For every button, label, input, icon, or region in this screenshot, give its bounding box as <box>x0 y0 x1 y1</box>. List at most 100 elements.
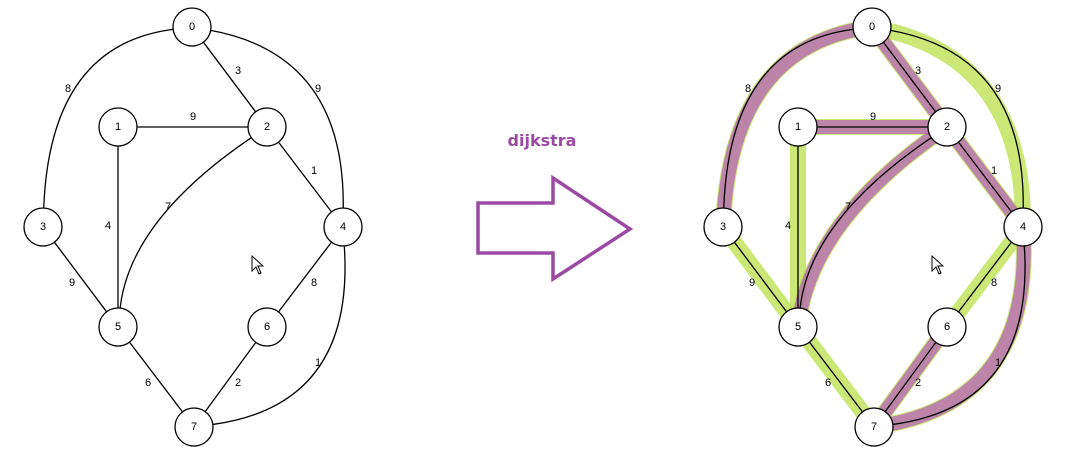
node-circle <box>927 107 967 147</box>
edge-weight-4-7: 1 <box>995 357 1001 369</box>
node-5: 5 <box>778 307 818 347</box>
mouse-cursor-icon <box>251 254 265 275</box>
edge-weight-2-5: 7 <box>165 201 171 213</box>
edge-2-5 <box>119 137 252 309</box>
node-0: 0 <box>172 7 212 47</box>
edge-weight-0-2: 3 <box>235 65 241 77</box>
edge-weight-2-4: 1 <box>311 165 317 177</box>
node-1: 1 <box>98 107 138 147</box>
edge-weight-3-5: 9 <box>69 277 75 289</box>
node-circle <box>98 307 138 347</box>
edge-5-7 <box>808 341 864 413</box>
nodes: 0 1 2 3 4 5 6 7 <box>703 7 1043 447</box>
node-circle <box>247 307 287 347</box>
edge-weight-4-6: 8 <box>991 277 997 289</box>
node-label: 3 <box>720 221 726 233</box>
edge-weight-1-5: 4 <box>785 220 791 232</box>
edge-0-3 <box>43 28 174 209</box>
purple-highlight-stroke <box>791 120 954 334</box>
edge-weight-6-7: 2 <box>235 377 241 389</box>
node-label: 1 <box>795 121 801 133</box>
node-label: 4 <box>1020 221 1026 233</box>
edge-0-4 <box>210 29 344 209</box>
node-label: 7 <box>871 421 877 433</box>
highlight-layer <box>715 19 1032 435</box>
edge-4-7 <box>892 245 1026 426</box>
node-3: 3 <box>703 207 743 247</box>
edge-3-5 <box>733 241 788 313</box>
edge-0-4 <box>890 29 1024 209</box>
node-label: 7 <box>191 421 197 433</box>
edge-4-7 <box>212 245 346 426</box>
right-arrow-icon <box>476 174 634 283</box>
edges: 3 8 9 9 4 1 7 9 8 1 6 2 <box>723 28 1026 426</box>
node-circle <box>927 307 967 347</box>
node-4: 4 <box>1003 207 1043 247</box>
node-5: 5 <box>98 307 138 347</box>
edge-6-7 <box>204 341 257 413</box>
node-circle <box>703 207 743 247</box>
edge-2-4 <box>957 141 1013 213</box>
edge-4-6 <box>957 241 1013 313</box>
node-circle <box>323 207 363 247</box>
purple-highlight-stroke <box>716 20 879 234</box>
node-6: 6 <box>247 307 287 347</box>
edge-weight-6-7: 2 <box>915 377 921 389</box>
edge-weight-3-5: 9 <box>749 277 755 289</box>
edge-5-7 <box>128 341 184 413</box>
node-0: 0 <box>852 7 892 47</box>
node-2: 2 <box>247 107 287 147</box>
edge-weight-1-2: 9 <box>190 111 196 123</box>
edge-weight-5-7: 6 <box>825 377 831 389</box>
edges: 3 8 9 9 4 1 7 9 8 1 6 2 <box>43 28 346 426</box>
node-circle <box>1003 207 1043 247</box>
nodes: 0 1 2 3 4 5 6 7 <box>23 7 363 447</box>
node-7: 7 <box>854 407 894 447</box>
node-label: 1 <box>115 121 121 133</box>
edge-weight-4-6: 8 <box>311 277 317 289</box>
transform-arrow: dijkstra <box>476 131 634 283</box>
node-3: 3 <box>23 207 63 247</box>
result-graph: 3 8 9 9 4 1 7 9 8 1 6 2 0 1 2 3 4 5 6 7 <box>703 7 1043 447</box>
mouse-cursor-icon <box>931 254 945 275</box>
input-graph: 3 8 9 9 4 1 7 9 8 1 6 2 0 1 2 3 4 5 6 7 <box>23 7 363 447</box>
node-label: 5 <box>115 321 121 333</box>
node-2: 2 <box>927 107 967 147</box>
edge-weight-0-2: 3 <box>915 65 921 77</box>
node-label: 2 <box>264 121 270 133</box>
node-label: 6 <box>264 321 270 333</box>
edge-6-7 <box>884 341 937 413</box>
edge-0-2 <box>882 41 937 113</box>
node-7: 7 <box>174 407 214 447</box>
node-label: 2 <box>944 121 950 133</box>
algorithm-label: dijkstra <box>508 131 577 150</box>
purple-highlight-stroke <box>867 220 1031 434</box>
edge-0-2 <box>202 41 257 113</box>
node-circle <box>852 7 892 47</box>
edge-weight-2-4: 1 <box>991 165 997 177</box>
green-highlight-stroke <box>864 19 1032 235</box>
edge-weight-1-5: 4 <box>105 220 111 232</box>
node-label: 0 <box>869 21 875 33</box>
node-4: 4 <box>323 207 363 247</box>
node-circle <box>778 307 818 347</box>
edge-weight-0-4: 9 <box>995 83 1001 95</box>
green-highlight-stroke <box>790 119 955 335</box>
edge-weight-0-4: 9 <box>315 83 321 95</box>
edge-weight-5-7: 6 <box>145 377 151 389</box>
edge-weight-0-3: 8 <box>65 83 71 95</box>
node-circle <box>174 407 214 447</box>
node-circle <box>778 107 818 147</box>
node-circle <box>854 407 894 447</box>
node-label: 4 <box>340 221 346 233</box>
node-circle <box>247 107 287 147</box>
edge-weight-1-2: 9 <box>870 111 876 123</box>
edge-weight-4-7: 1 <box>315 357 321 369</box>
edge-0-3 <box>723 28 854 209</box>
node-label: 6 <box>944 321 950 333</box>
edge-2-4 <box>277 141 333 213</box>
edge-weight-2-5: 7 <box>845 201 851 213</box>
edge-weight-0-3: 8 <box>745 83 751 95</box>
node-label: 3 <box>40 221 46 233</box>
